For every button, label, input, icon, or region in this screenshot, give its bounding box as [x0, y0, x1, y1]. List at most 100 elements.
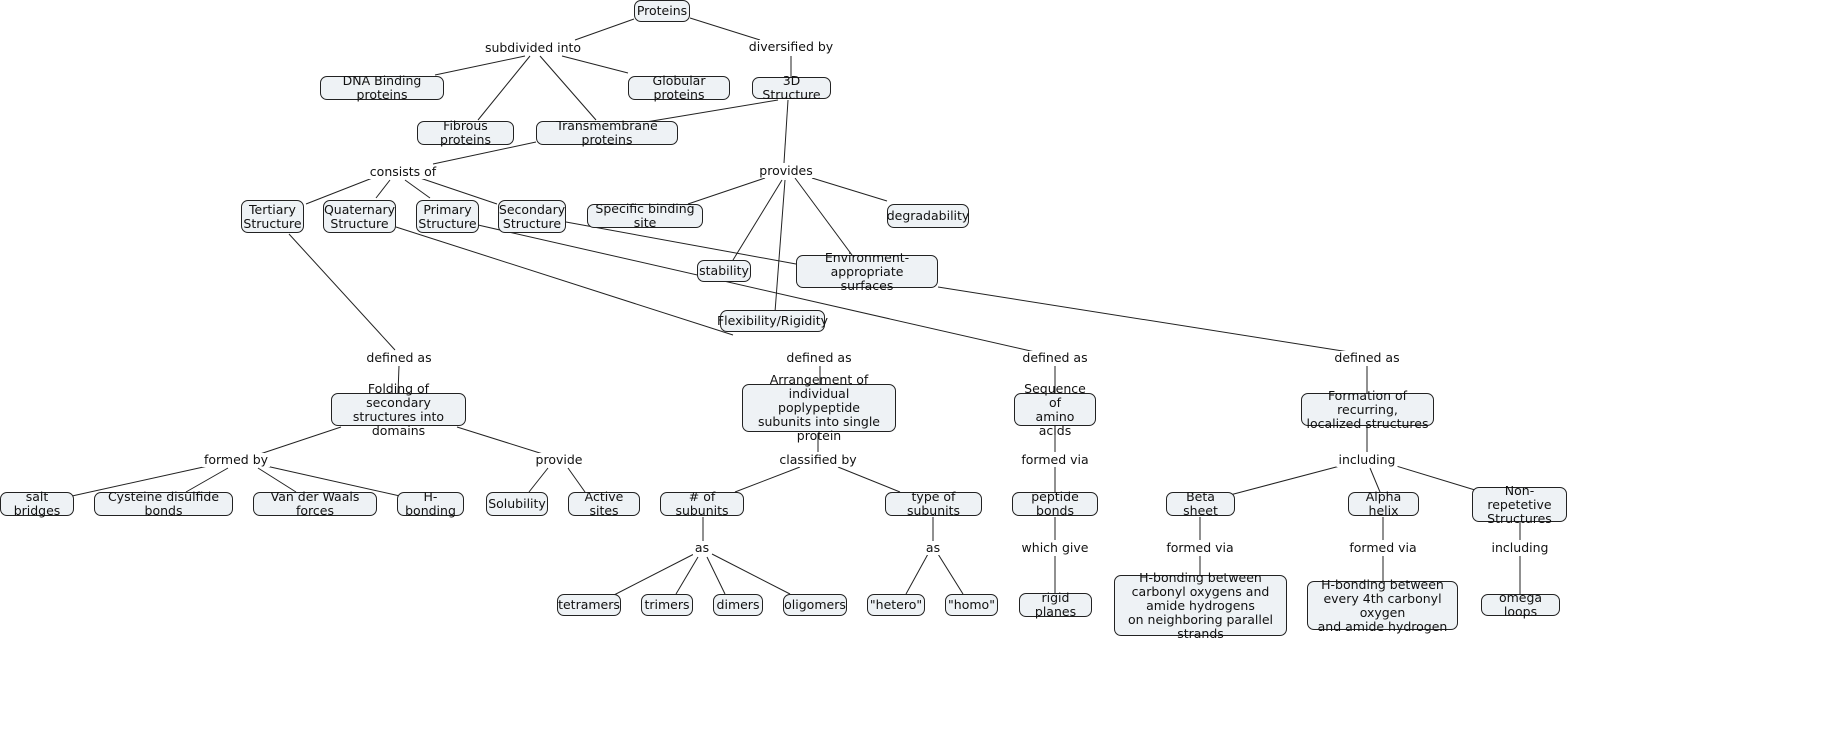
connector-line: [404, 179, 431, 199]
concept-dna-binding-proteins[interactable]: DNA Binding proteins: [320, 74, 444, 102]
connector-line: [71, 465, 209, 497]
connector-line: [1229, 465, 1341, 496]
connector-line: [477, 224, 1036, 353]
concept-folding-of-secondary-structures[interactable]: Folding of secondary structures into dom…: [331, 381, 466, 437]
connector-line: [265, 465, 401, 497]
concept-fibrous-proteins[interactable]: Fibrous proteins: [417, 119, 514, 147]
connector-line: [257, 467, 297, 493]
phrase-as-number: as: [692, 540, 712, 555]
phrase-defined-as-primary: defined as: [1020, 350, 1090, 365]
connector-line: [567, 467, 586, 493]
phrase-subdivided-into: subdivided into: [482, 40, 584, 55]
concept-peptide-bonds[interactable]: peptide bonds: [1012, 490, 1098, 518]
connector-line: [565, 221, 797, 265]
connector-line: [456, 426, 544, 455]
connector-line: [574, 18, 635, 41]
concept-specific-binding-site[interactable]: Specific binding site: [587, 202, 703, 230]
connector-line: [419, 177, 498, 205]
concept-cysteine-disulfide-bonds[interactable]: Cysteine disulfide bonds: [94, 490, 233, 518]
connector-line: [375, 179, 391, 199]
connector-line: [1392, 464, 1476, 491]
connector-line: [734, 466, 801, 493]
concept-salt-bridges[interactable]: salt bridges: [0, 490, 74, 518]
concept-arrangement-of-subunits[interactable]: Arrangement of individual poplypeptide s…: [742, 373, 896, 443]
connector-line: [732, 179, 783, 261]
concept-alpha-helix[interactable]: Alpha helix: [1348, 490, 1419, 518]
connector-line: [905, 553, 929, 595]
connector-line: [288, 233, 396, 351]
concept-active-sites[interactable]: Active sites: [568, 490, 640, 518]
concept-type-of-subunits[interactable]: type of subunits: [885, 490, 982, 518]
phrase-defined-as-quaternary: defined as: [784, 350, 854, 365]
concept-transmembrane-proteins[interactable]: Transmembrane proteins: [536, 119, 678, 147]
phrase-diversified-by: diversified by: [746, 39, 836, 54]
connector-line: [397, 365, 400, 394]
connector-line: [477, 55, 531, 121]
connector-line: [259, 426, 342, 455]
concept-oligomers[interactable]: oligomers: [783, 594, 847, 616]
concept-h-bonding-beta-sheet[interactable]: H-bonding between carbonyl oxygens and a…: [1114, 570, 1287, 640]
phrase-provide: provide: [533, 452, 585, 467]
concept-omega-loops[interactable]: omega loops: [1481, 591, 1560, 619]
connector-line: [1369, 467, 1381, 493]
concept-beta-sheet[interactable]: Beta sheet: [1166, 490, 1235, 518]
concept-rigid-planes[interactable]: rigid planes: [1019, 591, 1092, 619]
concept-flexibility-rigidity[interactable]: Flexibility/Rigidity: [717, 310, 828, 332]
connector-line: [395, 226, 734, 336]
connector-line: [774, 179, 786, 313]
connector-line: [185, 467, 229, 493]
phrase-which-give: which give: [1019, 540, 1091, 555]
concept-homo[interactable]: "homo": [945, 594, 998, 616]
connector-line: [528, 467, 549, 493]
concept-3d-structure[interactable]: 3D Structure: [752, 74, 831, 102]
connector-line: [687, 177, 766, 205]
concept-trimers[interactable]: trimers: [641, 594, 693, 616]
concept-dimers[interactable]: dimers: [713, 594, 763, 616]
phrase-including-nonrep: including: [1489, 540, 1551, 555]
concept-globular-proteins[interactable]: Globular proteins: [628, 74, 730, 102]
concept-number-of-subunits[interactable]: # of subunits: [660, 490, 744, 518]
concept-sequence-of-amino-acids[interactable]: Sequence of amino acids: [1014, 381, 1096, 437]
phrase-formed-via-alpha: formed via: [1347, 540, 1419, 555]
phrase-classified-by: classified by: [777, 452, 859, 467]
connector-line: [434, 55, 526, 76]
concept-h-bonding-alpha-helix[interactable]: H-bonding between every 4th carbonyl oxy…: [1307, 577, 1458, 633]
connector-line: [837, 466, 901, 493]
concept-non-repetitive-structures[interactable]: Non-repetetive Structures: [1472, 483, 1567, 525]
connector-line: [811, 177, 888, 202]
connector-line: [937, 286, 1350, 353]
phrase-defined-as-tertiary: defined as: [364, 350, 434, 365]
phrase-formed-via-beta: formed via: [1164, 540, 1236, 555]
concept-hetero[interactable]: "hetero": [867, 594, 925, 616]
concept-degradability[interactable]: degradability: [887, 204, 969, 228]
connector-line: [305, 176, 376, 205]
concept-quaternary-structure[interactable]: Quaternary Structure: [323, 200, 396, 233]
connector-line: [613, 553, 695, 596]
concept-van-der-waals-forces[interactable]: Van der Waals forces: [253, 490, 377, 518]
phrase-defined-as-secondary: defined as: [1332, 350, 1402, 365]
connector-line: [639, 99, 779, 124]
concept-primary-structure[interactable]: Primary Structure: [416, 200, 479, 233]
connector-line: [561, 55, 629, 74]
connector-line: [432, 141, 537, 165]
connector-line: [711, 553, 791, 595]
concept-stability[interactable]: stability: [697, 260, 751, 282]
connector-line: [675, 556, 699, 595]
concept-environment-appropriate-surfaces[interactable]: Environment-appropriate surfaces: [796, 250, 938, 292]
connector-line: [539, 55, 597, 121]
phrase-as-type: as: [923, 540, 943, 555]
connector-line: [783, 99, 789, 164]
connector-line: [689, 17, 761, 41]
phrase-formed-by: formed by: [201, 452, 271, 467]
concept-tertiary-structure[interactable]: Tertiary Structure: [241, 200, 304, 233]
concept-formation-of-localized-structures[interactable]: Formation of recurring, localized struct…: [1301, 388, 1434, 430]
concept-secondary-structure[interactable]: Secondary Structure: [498, 200, 566, 233]
concept-h-bonding[interactable]: H-bonding: [397, 490, 464, 518]
connector-line: [937, 553, 964, 595]
concept-tetramers[interactable]: tetramers: [557, 594, 621, 616]
phrase-including-formation: including: [1336, 452, 1398, 467]
concept-proteins[interactable]: Proteins: [634, 0, 690, 22]
phrase-provides: provides: [757, 163, 815, 178]
concept-solubility[interactable]: Solubility: [486, 492, 548, 516]
